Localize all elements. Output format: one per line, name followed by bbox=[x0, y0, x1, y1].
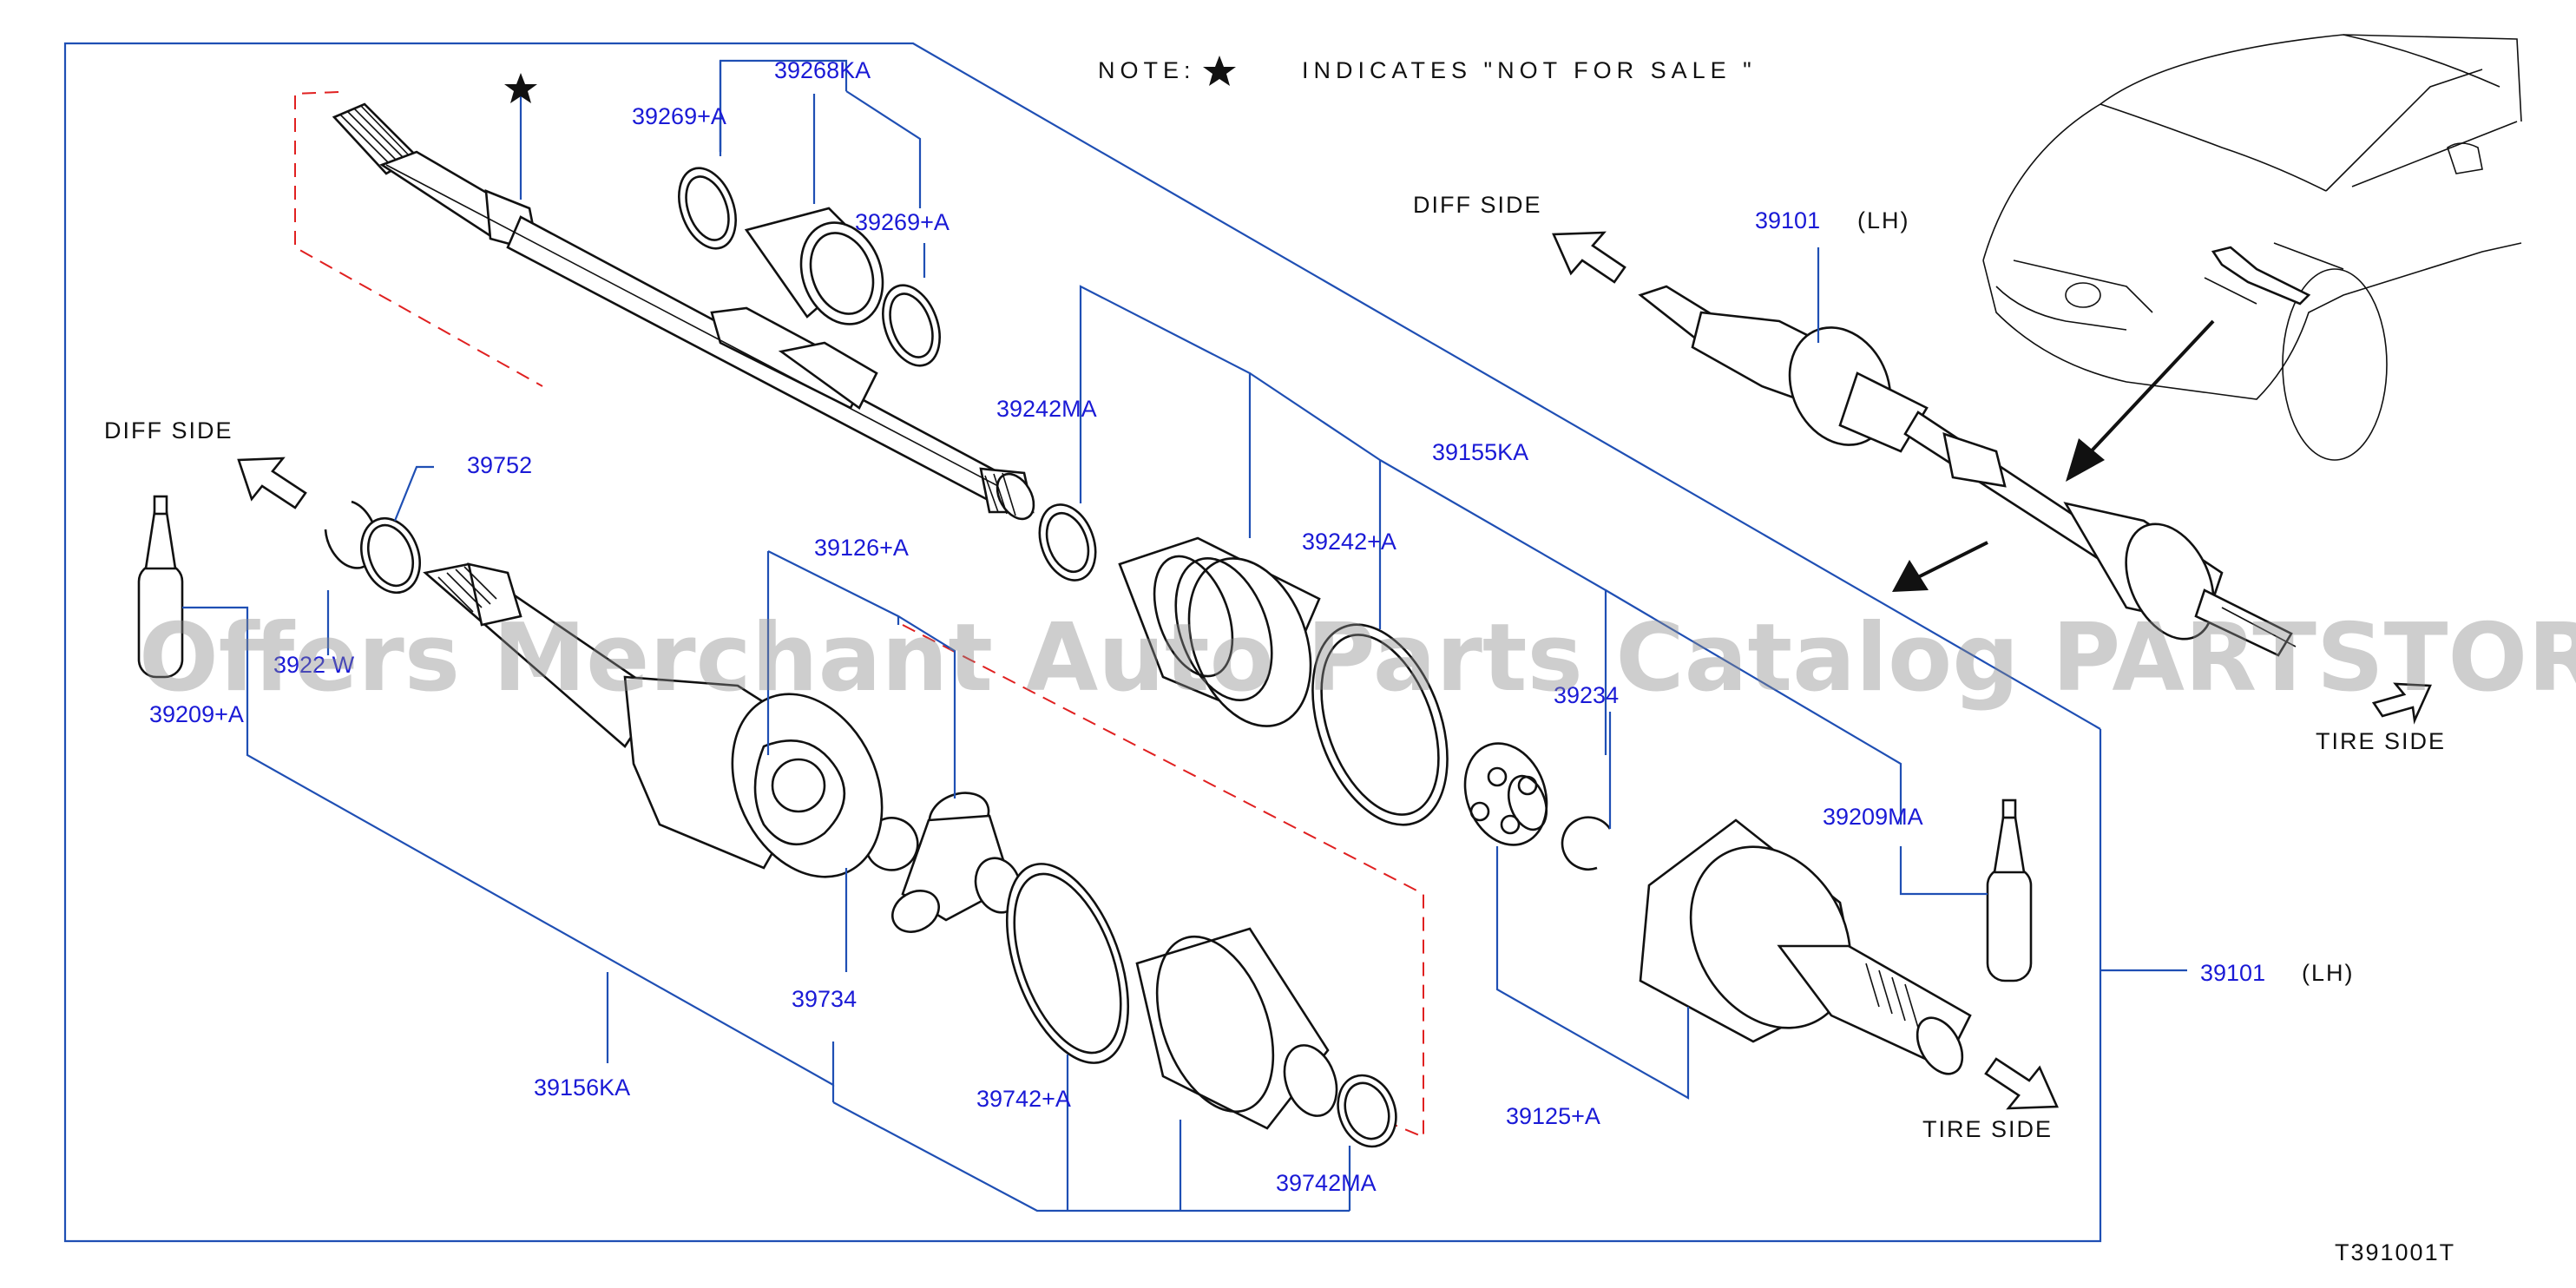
part-label-39155KA[interactable]: 39155KA bbox=[1432, 439, 1528, 465]
vehicle-outline bbox=[1982, 34, 2522, 461]
leader-lines bbox=[182, 59, 2187, 1212]
dashed-guides bbox=[294, 91, 1424, 1139]
part-label-39742A[interactable]: 39742+A bbox=[976, 1086, 1071, 1112]
direction-arrows bbox=[1892, 319, 2215, 592]
note-text: INDICATES "NOT FOR SALE " bbox=[1302, 57, 1757, 83]
grease-tube-left bbox=[137, 495, 184, 679]
complete-drive-shaft bbox=[1638, 285, 2297, 657]
outer-boot-kit bbox=[1005, 863, 1397, 1148]
part-label-39156KA[interactable]: 39156KA bbox=[534, 1074, 630, 1101]
star-icon bbox=[1203, 56, 1236, 86]
inner-boot-kit bbox=[1038, 503, 1449, 826]
part-label-39242MA[interactable]: 39242MA bbox=[996, 396, 1097, 422]
hollow-arrow-icon bbox=[237, 457, 307, 509]
part-label-39242A[interactable]: 39242+A bbox=[1302, 529, 1396, 555]
diff-side-label-right: DIFF SIDE bbox=[1413, 192, 1542, 218]
part-label-39269A-top[interactable]: 39269+A bbox=[632, 103, 726, 129]
grease-tube-right bbox=[1986, 798, 2033, 982]
part-label-39268KA[interactable]: 39268KA bbox=[774, 57, 871, 83]
hollow-arrow-icon bbox=[2371, 682, 2432, 725]
part-label-39101-right[interactable]: 39101 bbox=[2200, 960, 2265, 986]
hollow-arrow-icon bbox=[1552, 231, 1626, 284]
part-label-39125A[interactable]: 39125+A bbox=[1506, 1103, 1600, 1129]
inner-joint-housing bbox=[423, 562, 884, 878]
part-label-39101-top[interactable]: 39101 bbox=[1755, 207, 1820, 233]
part-label-39269A-mid[interactable]: 39269+A bbox=[855, 209, 950, 235]
part-label-39101-right-lh: (LH) bbox=[2302, 960, 2355, 986]
note-prefix: NOTE: bbox=[1098, 57, 1196, 83]
diff-side-label-left: DIFF SIDE bbox=[104, 417, 233, 444]
part-label-39752[interactable]: 39752 bbox=[467, 452, 532, 478]
outer-joint bbox=[1463, 742, 1972, 1075]
star-icon bbox=[504, 73, 537, 103]
seal-ring bbox=[360, 516, 421, 595]
part-label-39126A[interactable]: 39126+A bbox=[814, 535, 909, 561]
part-label-39742MA[interactable]: 39742MA bbox=[1276, 1170, 1377, 1196]
part-label-39234[interactable]: 39234 bbox=[1554, 682, 1619, 708]
part-label-39101-top-lh: (LH) bbox=[1857, 207, 1910, 233]
hollow-arrow-icon bbox=[1984, 1057, 2059, 1110]
part-label-39209MA[interactable]: 39209MA bbox=[1823, 804, 1923, 830]
intermediate-shaft bbox=[332, 102, 1035, 521]
snap-ring bbox=[866, 817, 919, 871]
frame-outline bbox=[63, 42, 2102, 1243]
diagram-code: T391001T bbox=[2335, 1239, 2455, 1265]
watermark: Offers Merchant Auto Parts Catalog PARTS… bbox=[139, 604, 2576, 713]
bearing-kit bbox=[678, 167, 941, 367]
tire-side-label-top: TIRE SIDE bbox=[2316, 728, 2446, 754]
part-label-3922W[interactable]: 3922 W bbox=[273, 652, 355, 678]
part-label-39734[interactable]: 39734 bbox=[792, 986, 857, 1012]
tire-side-label-bottom: TIRE SIDE bbox=[1922, 1116, 2053, 1142]
part-label-39209A[interactable]: 39209+A bbox=[149, 701, 244, 727]
